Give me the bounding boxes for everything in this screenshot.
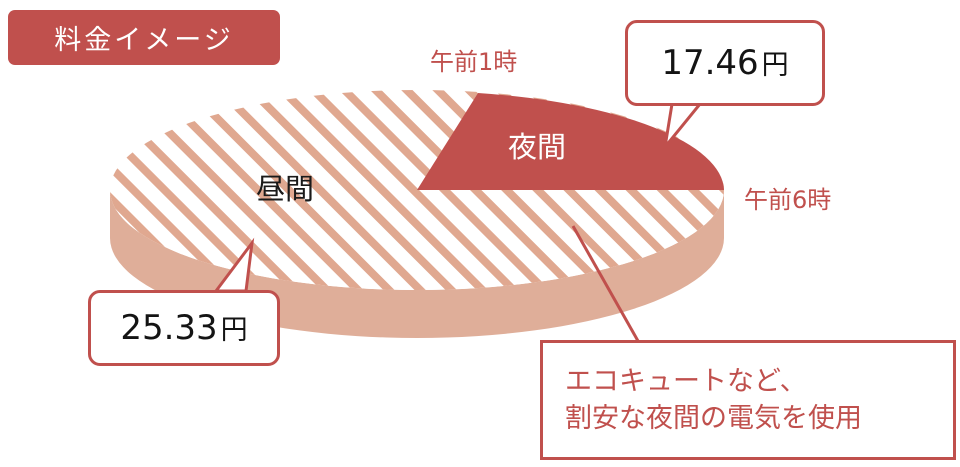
- pie-slice-night: [417, 93, 724, 190]
- night-price-unit: 円: [761, 50, 789, 81]
- day-price-value: 25.33: [120, 308, 218, 348]
- title-badge: 料金イメージ: [8, 10, 280, 65]
- callout-note: エコキュートなど、 割安な夜間の電気を使用: [540, 340, 956, 460]
- title-badge-label: 料金イメージ: [54, 25, 234, 56]
- day-price-unit: 円: [220, 315, 248, 346]
- slice-label-day: 昼間: [256, 172, 315, 206]
- time-label-night-start: 午前1時: [430, 48, 518, 76]
- time-label-night-end: 午前6時: [744, 186, 832, 214]
- night-price-value: 17.46: [661, 43, 759, 83]
- slice-label-night: 夜間: [508, 130, 567, 164]
- callout-note-text: エコキュートなど、 割安な夜間の電気を使用: [565, 365, 862, 434]
